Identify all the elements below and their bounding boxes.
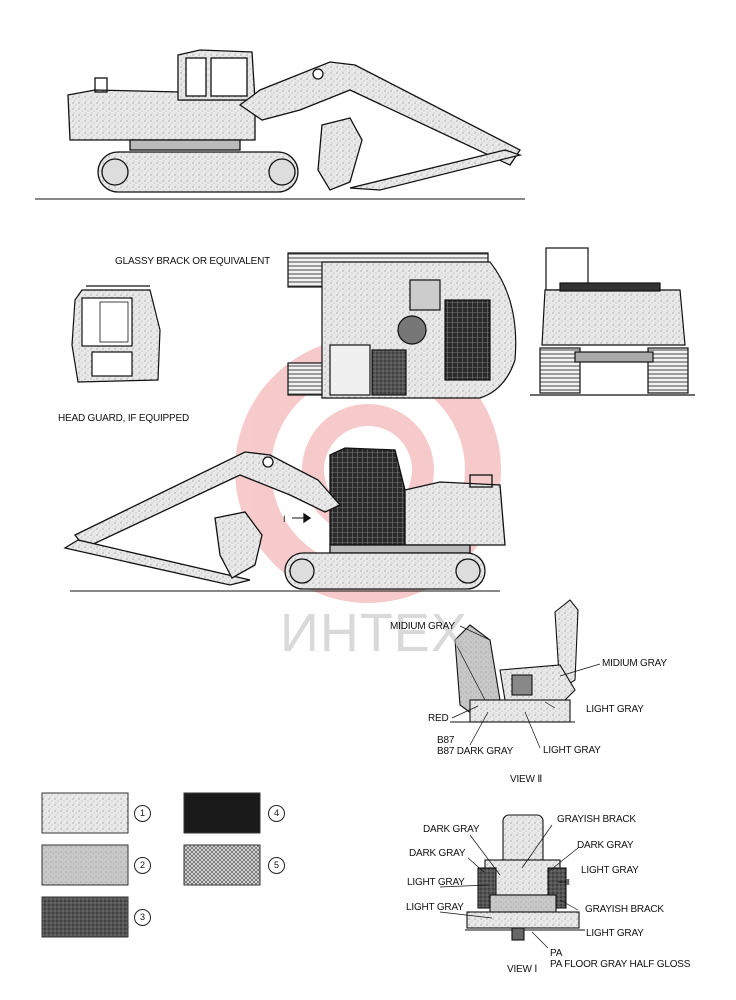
excavator-side-view-top bbox=[35, 49, 525, 200]
label-view-i-title: VIEW Ⅰ bbox=[507, 964, 538, 975]
label-v1-light-gray-bottom: LIGHT GRAY bbox=[586, 928, 644, 939]
label-v1-light-gray-right: LIGHT GRAY bbox=[581, 865, 639, 876]
legend-swatch-4 bbox=[183, 792, 261, 834]
cab-front-view bbox=[71, 285, 161, 383]
label-v1-ii-mark: Ⅱ bbox=[566, 878, 570, 887]
excavator-rear-view bbox=[530, 247, 695, 396]
label-view-ii-title: VIEW Ⅱ bbox=[510, 774, 543, 785]
watermark-text: ИНТЕХ bbox=[280, 603, 468, 663]
label-head-guard: HEAD GUARD, IF EQUIPPED bbox=[58, 413, 189, 424]
legend-number-4: 4 bbox=[268, 805, 285, 822]
label-v1-light-gray-left-1: LIGHT GRAY bbox=[407, 877, 465, 888]
legend-number-3: 3 bbox=[134, 909, 151, 926]
legend-number-5: 5 bbox=[268, 857, 285, 874]
label-v1-dark-gray-1: DARK GRAY bbox=[423, 824, 480, 835]
label-v1-pa-floor-gray: PA FLOOR GRAY HALF GLOSS bbox=[550, 959, 691, 970]
label-v1-dark-gray-3: DARK GRAY bbox=[409, 848, 466, 859]
label-v2-b87-dark-gray: B87 DARK GRAY bbox=[437, 746, 514, 757]
label-glassy-brack: GLASSY BRACK OR EQUIVALENT bbox=[115, 256, 271, 267]
legend-number-1: 1 bbox=[134, 805, 151, 822]
label-v2-light-gray-2: LIGHT GRAY bbox=[543, 745, 601, 756]
label-v1-grayish-brack-top: GRAYISH BRACK bbox=[557, 814, 636, 825]
legend-number-2: 2 bbox=[134, 857, 151, 874]
label-view-i-arrow: I bbox=[283, 514, 286, 524]
label-v2-midium-gray-right: MIDIUM GRAY bbox=[602, 658, 667, 669]
label-v2-midium-gray-top: MIDIUM GRAY bbox=[390, 621, 455, 632]
legend-swatch-2 bbox=[41, 844, 129, 886]
seat-side-view bbox=[450, 599, 601, 749]
legend-swatch-1 bbox=[41, 792, 129, 834]
label-v1-pa: PA bbox=[550, 948, 563, 959]
seat-front-view bbox=[439, 814, 585, 949]
label-v2-light-gray-1: LIGHT GRAY bbox=[586, 704, 644, 715]
label-v2-b87: B87 bbox=[437, 735, 455, 746]
excavator-side-view-middle bbox=[63, 447, 506, 592]
legend-swatch-3 bbox=[41, 896, 129, 938]
label-v1-light-gray-left-2: LIGHT GRAY bbox=[406, 902, 464, 913]
legend bbox=[41, 792, 261, 938]
label-v2-red: RED bbox=[428, 713, 449, 724]
label-v1-dark-gray-2: DARK GRAY bbox=[577, 840, 634, 851]
excavator-top-view bbox=[287, 252, 517, 399]
legend-swatch-5 bbox=[183, 844, 261, 886]
label-v1-grayish-brack-bottom: GRAYISH BRACK bbox=[585, 904, 664, 915]
